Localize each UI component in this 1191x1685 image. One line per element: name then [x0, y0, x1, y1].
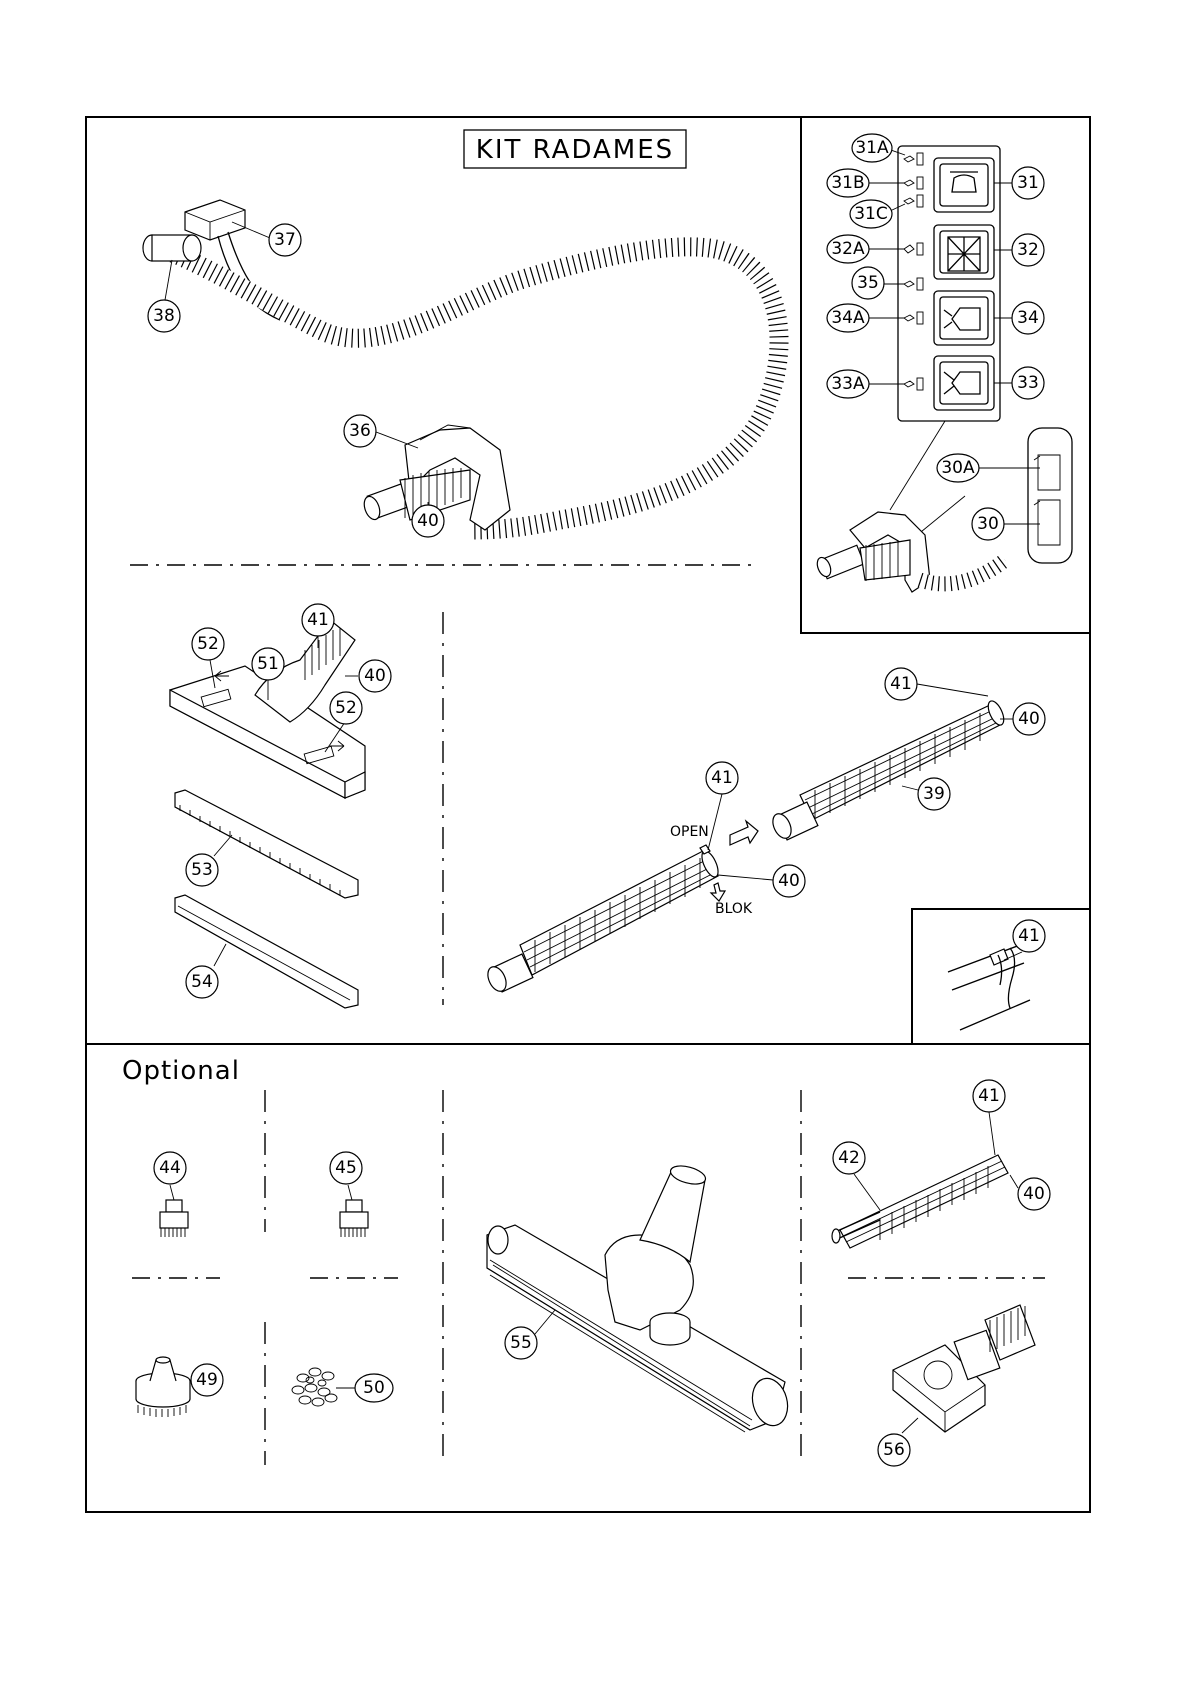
svg-text:52: 52: [197, 634, 219, 654]
callout-38: 38: [148, 260, 180, 332]
callout-33: 33: [994, 367, 1044, 399]
blok-label: BLOK: [715, 901, 753, 917]
svg-text:49: 49: [196, 1370, 218, 1390]
callout-34: 34: [994, 302, 1044, 334]
svg-text:40: 40: [778, 871, 800, 891]
callout-32: 32: [994, 234, 1044, 266]
svg-text:30A: 30A: [941, 458, 975, 478]
callout-40-hose-upper: 40: [1000, 703, 1045, 735]
svg-text:44: 44: [159, 1158, 181, 1178]
svg-text:53: 53: [191, 860, 213, 880]
svg-text:38: 38: [153, 306, 175, 326]
svg-text:37: 37: [274, 230, 296, 250]
callout-31c: 31C: [850, 200, 905, 228]
svg-text:33A: 33A: [831, 374, 865, 394]
clip-detail: [948, 945, 1030, 1030]
adapter-56: [893, 1305, 1035, 1432]
callout-31: 31: [994, 167, 1044, 199]
svg-text:40: 40: [1018, 709, 1040, 729]
floor-tool-55: [487, 1163, 793, 1432]
svg-text:31: 31: [1017, 173, 1039, 193]
callout-40-hose-mid: 40: [718, 865, 805, 897]
main-hose-assembly: [143, 200, 779, 530]
svg-text:41: 41: [890, 674, 912, 694]
callout-35: 35: [852, 267, 904, 299]
svg-text:32A: 32A: [831, 239, 865, 259]
callout-41-optional: 41: [973, 1080, 1005, 1155]
svg-text:33: 33: [1017, 373, 1039, 393]
svg-text:42: 42: [838, 1148, 860, 1168]
screws-50: [292, 1368, 337, 1406]
svg-text:36: 36: [349, 421, 371, 441]
svg-text:41: 41: [711, 768, 733, 788]
svg-text:50: 50: [363, 1378, 385, 1398]
callout-32a: 32A: [827, 235, 904, 263]
svg-text:40: 40: [417, 511, 439, 531]
svg-text:39: 39: [923, 784, 945, 804]
handle-detail: [815, 421, 1072, 592]
callout-49: 49: [191, 1364, 223, 1396]
svg-text:31A: 31A: [855, 138, 889, 158]
callout-39: 39: [902, 778, 950, 810]
svg-text:31B: 31B: [831, 173, 864, 193]
svg-text:54: 54: [191, 972, 213, 992]
callout-31b: 31B: [827, 169, 904, 197]
svg-text:45: 45: [335, 1158, 357, 1178]
callout-31a: 31A: [852, 134, 905, 162]
callout-42: 42: [833, 1142, 880, 1210]
svg-text:41: 41: [1018, 926, 1040, 946]
callout-30a: 30A: [937, 454, 1040, 482]
callout-41-hose-upper: 41: [885, 668, 988, 700]
callout-56: 56: [878, 1418, 918, 1466]
svg-text:41: 41: [978, 1086, 1000, 1106]
kit-title: KIT RADAMES: [476, 135, 674, 165]
small-brush-44: [160, 1200, 188, 1237]
svg-text:34: 34: [1017, 308, 1039, 328]
svg-text:35: 35: [857, 273, 879, 293]
callout-55: 55: [505, 1310, 555, 1359]
svg-text:32: 32: [1017, 240, 1039, 260]
svg-text:55: 55: [510, 1333, 532, 1353]
callout-45: 45: [330, 1152, 362, 1200]
callout-40-nozzle: 40: [345, 660, 391, 692]
upper-extension-tube: [769, 699, 1007, 841]
callout-40-optional: 40: [1010, 1175, 1050, 1210]
svg-text:30: 30: [977, 514, 999, 534]
callout-34a: 34A: [827, 304, 904, 332]
svg-text:52: 52: [335, 698, 357, 718]
optional-heading: Optional: [122, 1056, 240, 1086]
round-brush-49: [136, 1357, 190, 1417]
svg-text:40: 40: [1023, 1184, 1045, 1204]
callout-50: 50: [336, 1374, 393, 1402]
open-label: OPEN: [670, 824, 709, 840]
small-brush-45: [340, 1200, 368, 1237]
callout-33a: 33A: [827, 370, 904, 398]
callout-30: 30: [972, 508, 1040, 540]
callout-36: 36: [344, 415, 418, 448]
svg-text:51: 51: [257, 654, 279, 674]
svg-text:41: 41: [307, 610, 329, 630]
callout-54: 54: [186, 944, 226, 998]
svg-text:40: 40: [364, 666, 386, 686]
svg-text:56: 56: [883, 1440, 905, 1460]
callout-44: 44: [154, 1152, 186, 1200]
control-panel: [898, 146, 1000, 421]
svg-text:34A: 34A: [831, 308, 865, 328]
svg-text:31C: 31C: [854, 204, 888, 224]
callout-41-detail: 41: [1004, 920, 1045, 960]
callout-53: 53: [186, 835, 232, 886]
